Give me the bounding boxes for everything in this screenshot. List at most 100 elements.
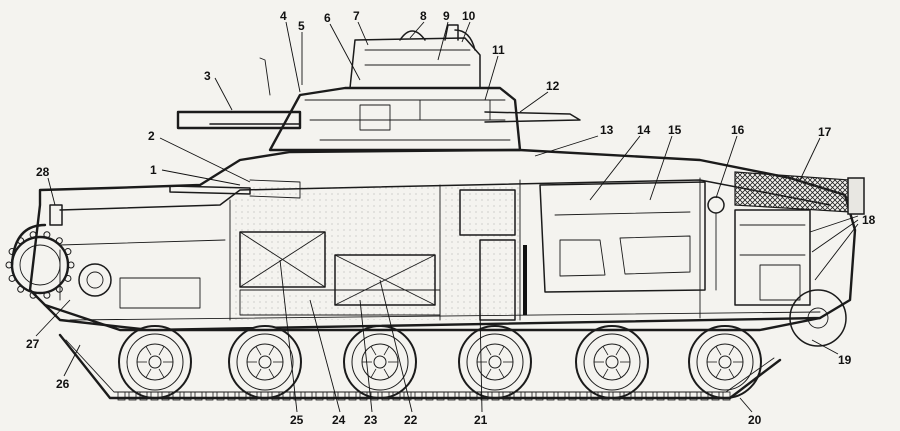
track-link	[678, 391, 687, 401]
track-link	[293, 391, 302, 401]
engine-deck-mesh	[734, 171, 865, 215]
track-link	[469, 391, 478, 401]
callout-18: 18	[862, 213, 876, 227]
track-link	[623, 391, 632, 401]
callout-21: 21	[474, 413, 488, 427]
track-link	[326, 391, 335, 401]
callout-1: 1	[150, 163, 157, 177]
track-link	[458, 391, 467, 401]
hull	[28, 148, 857, 332]
track-link	[667, 391, 676, 401]
track-link	[117, 391, 126, 401]
track-link	[249, 391, 258, 401]
hull-machine-gun	[169, 179, 301, 199]
track-link	[370, 391, 379, 401]
track-link	[645, 391, 654, 401]
road-wheel	[688, 325, 762, 399]
track-link	[183, 391, 192, 401]
front-drive-section	[10, 204, 226, 309]
track-link	[447, 391, 456, 401]
track-link	[700, 391, 709, 401]
track-link	[656, 391, 665, 401]
track-link	[502, 391, 511, 401]
track-link	[161, 391, 170, 401]
callout-6: 6	[324, 11, 331, 25]
turret	[259, 24, 522, 152]
track-link	[524, 391, 533, 401]
road-wheels	[118, 325, 762, 399]
sprocket-tooth	[67, 261, 75, 269]
callout-12: 12	[546, 79, 560, 93]
callout-25: 25	[290, 413, 304, 427]
track-links	[5, 231, 731, 401]
callout-17: 17	[818, 125, 832, 139]
callout-labels: 1 2 3 4 5 6 7 8 9 10 11 12 13 14 15 16 1…	[26, 9, 876, 427]
sprocket-tooth	[29, 231, 37, 239]
track-link	[337, 391, 346, 401]
callout-2: 2	[148, 129, 155, 143]
sprocket-tooth	[8, 274, 16, 282]
callout-24: 24	[332, 413, 346, 427]
road-wheel	[228, 325, 302, 399]
track-link	[634, 391, 643, 401]
track-link	[238, 391, 247, 401]
callout-14: 14	[637, 123, 651, 137]
callout-7: 7	[353, 9, 360, 23]
track-link	[282, 391, 291, 401]
track-link	[172, 391, 181, 401]
track-link	[557, 391, 566, 401]
rear-idler	[789, 289, 847, 347]
sprocket-tooth	[64, 248, 72, 256]
track-link	[491, 391, 500, 401]
sprocket-tooth	[5, 261, 13, 269]
track-link	[612, 391, 621, 401]
road-wheel	[118, 325, 192, 399]
track-link	[579, 391, 588, 401]
sprocket-tooth	[43, 231, 51, 239]
track-link	[601, 391, 610, 401]
callout-16: 16	[731, 123, 745, 137]
sprocket-tooth	[55, 237, 63, 245]
track-link	[590, 391, 599, 401]
track-link	[425, 391, 434, 401]
callout-9: 9	[443, 9, 450, 23]
track-link	[414, 391, 423, 401]
callout-26: 26	[56, 377, 70, 391]
callout-10: 10	[462, 9, 476, 23]
track-link	[480, 391, 489, 401]
sprocket-tooth	[64, 274, 72, 282]
track-link	[194, 391, 203, 401]
callout-11: 11	[492, 43, 505, 57]
track-link	[260, 391, 269, 401]
track-link	[436, 391, 445, 401]
track-link	[722, 391, 731, 401]
callout-4: 4	[280, 9, 287, 23]
callout-19: 19	[838, 353, 852, 367]
track-link	[348, 391, 357, 401]
road-wheel	[575, 325, 649, 399]
callout-3: 3	[204, 69, 211, 83]
callout-8: 8	[420, 9, 427, 23]
callout-15: 15	[668, 123, 682, 137]
track-link	[392, 391, 401, 401]
road-wheel	[458, 325, 532, 399]
track-link	[568, 391, 577, 401]
callout-13: 13	[600, 123, 614, 137]
callout-5: 5	[298, 19, 305, 33]
callout-27: 27	[26, 337, 40, 351]
road-wheel	[343, 325, 417, 399]
sprocket-tooth	[55, 285, 63, 293]
fuel-tank	[539, 181, 706, 293]
sprocket-tooth	[43, 291, 51, 299]
sprocket-tooth	[29, 291, 37, 299]
callout-23: 23	[364, 413, 378, 427]
callout-28: 28	[36, 165, 50, 179]
callout-20: 20	[748, 413, 762, 427]
track-link	[381, 391, 390, 401]
sprocket-tooth	[8, 248, 16, 256]
track-link	[535, 391, 544, 401]
leader-lines	[35, 21, 859, 413]
track-link	[216, 391, 225, 401]
track-link	[711, 391, 720, 401]
